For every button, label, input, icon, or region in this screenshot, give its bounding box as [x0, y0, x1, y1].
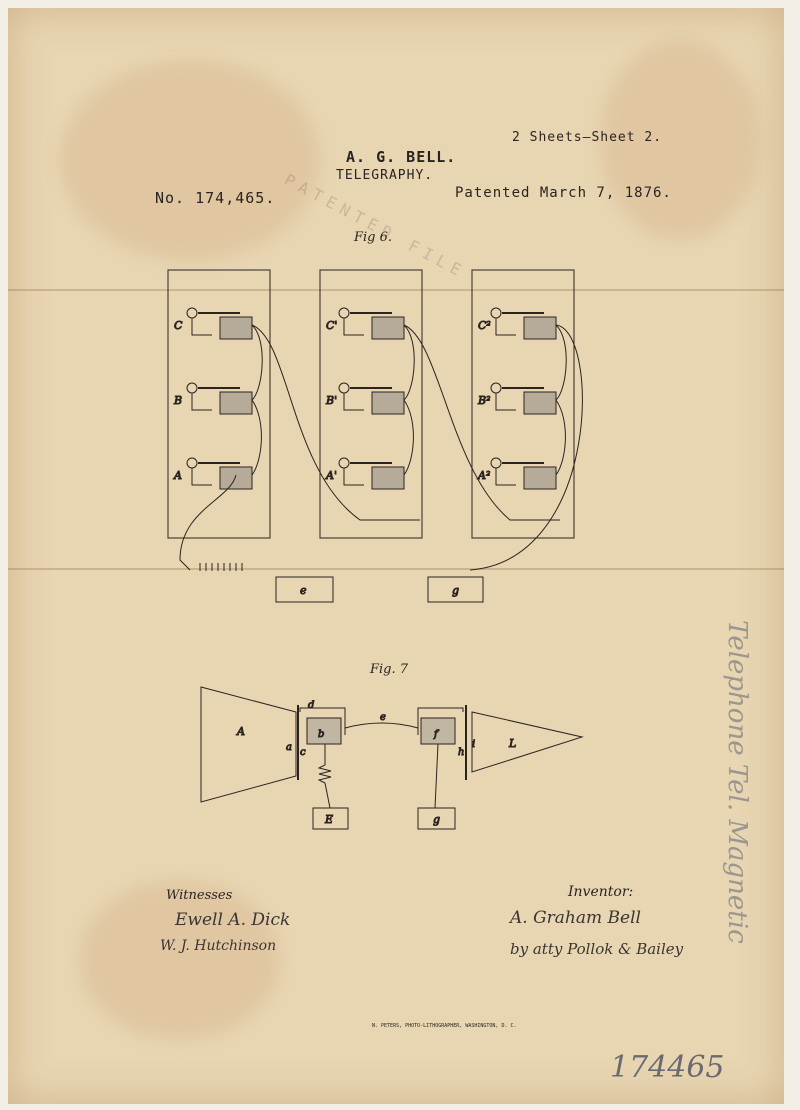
ground-wire	[179, 474, 237, 571]
label-b: b	[318, 729, 324, 740]
relay-frame	[191, 393, 212, 411]
lithographer-imprint: N. PETERS, PHOTO-LITHOGRAPHER, WASHINGTO…	[372, 1023, 517, 1029]
coil-wire	[251, 324, 263, 476]
coil-b	[306, 717, 342, 745]
relay-frame	[343, 468, 364, 486]
relay-post	[338, 457, 350, 469]
relay-label: B'	[325, 394, 337, 407]
label-E: E	[324, 813, 333, 826]
inventor-label: Inventor:	[568, 884, 634, 900]
label-g: g	[433, 813, 440, 826]
stain	[80, 880, 280, 1040]
inventor-signature: A. Graham Bell	[510, 908, 641, 928]
relay-frame	[191, 468, 212, 486]
armature-d	[299, 707, 346, 735]
relay-label: A'	[325, 469, 337, 482]
relay-post	[490, 457, 502, 469]
relay-label: B	[173, 394, 182, 407]
paper-sheet	[8, 8, 784, 1104]
fig6-panel	[167, 269, 271, 539]
relay-coil	[371, 316, 405, 340]
witnesses-label: Witnesses	[166, 888, 233, 903]
relay-coil	[371, 391, 405, 415]
patent-subject: TELEGRAPHY.	[336, 168, 434, 183]
box-g	[427, 576, 484, 603]
relay-frame	[191, 318, 212, 336]
battery	[317, 744, 332, 809]
return-wire	[469, 324, 583, 571]
relay-coil	[523, 316, 557, 340]
relay-frame	[495, 393, 516, 411]
relay-post	[338, 307, 350, 319]
relay-coil	[219, 466, 253, 490]
cone-l	[471, 711, 584, 773]
label-e: e	[300, 584, 307, 597]
box-e	[275, 576, 334, 603]
box-g	[417, 807, 456, 830]
relay-label: C²	[478, 319, 491, 332]
label-c: c	[300, 747, 306, 758]
fig6-panel	[471, 269, 575, 539]
witness-signature-1: Ewell A. Dick	[175, 910, 291, 930]
relay-frame	[495, 318, 516, 336]
relay-frame	[343, 393, 364, 411]
patent-number: No. 174,465.	[155, 189, 276, 207]
fig6-panel	[319, 269, 423, 539]
label-a: a	[286, 742, 292, 753]
label-d: d	[308, 700, 314, 711]
relay-frame	[343, 318, 364, 336]
relay-label: C	[174, 319, 183, 332]
box-e	[312, 807, 349, 830]
relay-post	[490, 307, 502, 319]
patent-date: Patented March 7, 1876.	[455, 185, 672, 201]
relay-coil	[523, 466, 557, 490]
relay-post	[186, 307, 198, 319]
inventor-name: A. G. BELL.	[346, 148, 457, 166]
ground-wire	[434, 743, 439, 809]
fold-line	[8, 289, 784, 291]
pencil-margin-note: Telephone Tel. Magnetic	[722, 620, 752, 944]
relay-post	[490, 382, 502, 394]
relay-coil	[371, 466, 405, 490]
fig6-title: Fig 6.	[354, 230, 393, 245]
fig7-diagram: A a c d b e f h i L E g	[200, 686, 584, 830]
label-L: L	[508, 737, 516, 750]
relay-label: B²	[477, 394, 491, 407]
relay-label: C'	[326, 319, 337, 332]
stain	[60, 60, 320, 260]
relay-post	[186, 457, 198, 469]
relay-post	[338, 382, 350, 394]
connecting-wire	[251, 324, 420, 521]
coil-wire	[555, 324, 567, 476]
coil-f	[420, 717, 456, 745]
fold-line	[8, 568, 784, 570]
label-g: g	[452, 584, 459, 597]
coil-wire	[403, 324, 415, 476]
fig6-diagram: C B A C' B' A' C² B² A² e g	[167, 269, 583, 603]
armature-h	[417, 707, 464, 735]
relay-coil	[219, 391, 253, 415]
label-f: f	[433, 729, 440, 740]
label-e: e	[380, 712, 386, 723]
relay-label: A	[173, 469, 182, 482]
label-h: h	[458, 747, 464, 758]
wire-e	[344, 722, 419, 729]
label-i: i	[472, 739, 475, 750]
relay-label: A²	[477, 469, 490, 482]
handwritten-number: 174465	[610, 1050, 725, 1085]
relay-coil	[219, 316, 253, 340]
connecting-wire	[403, 324, 560, 521]
label-A: A	[236, 725, 245, 738]
relay-coil	[523, 391, 557, 415]
witness-signature-2: W. J. Hutchinson	[160, 938, 277, 954]
stain	[600, 40, 760, 240]
relay-frame	[495, 468, 516, 486]
sheet-number: 2 Sheets—Sheet 2.	[512, 130, 663, 145]
cone-a	[200, 686, 297, 803]
fig7-title: Fig. 7	[370, 662, 409, 677]
attorney-signature: by atty Pollok & Bailey	[510, 940, 684, 958]
relay-post	[186, 382, 198, 394]
